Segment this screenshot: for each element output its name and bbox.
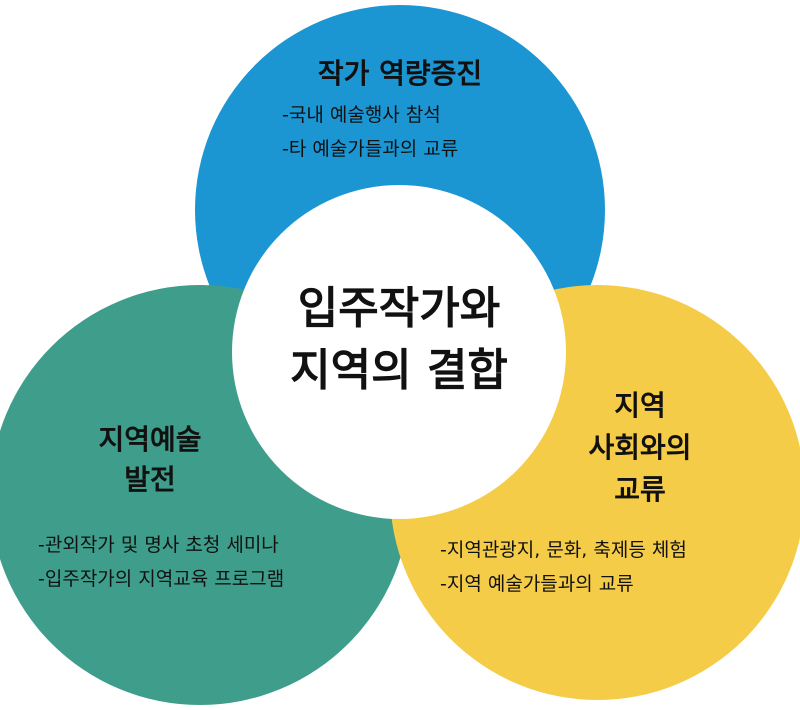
left-title-line1: 지역예술 bbox=[98, 423, 202, 456]
left-title: 지역예술 발전 bbox=[30, 420, 270, 500]
right-title-line2: 사회와의 bbox=[588, 431, 692, 464]
top-items: -국내 예술행사 참석 -타 예술가들과의 교류 bbox=[282, 98, 458, 166]
right-title: 지역 사회와의 교류 bbox=[540, 385, 740, 511]
top-title: 작가 역량증진 bbox=[317, 57, 483, 90]
list-item: -국내 예술행사 참석 bbox=[282, 104, 441, 126]
center-title: 입주작가와 지역의 결합 bbox=[232, 278, 566, 402]
center-title-line1: 입주작가와 bbox=[297, 283, 501, 334]
list-item: -관외작가 및 명사 초청 세미나 bbox=[38, 534, 279, 556]
right-title-line3: 교류 bbox=[614, 473, 666, 506]
center-title-line2: 지역의 결합 bbox=[290, 345, 508, 396]
right-title-line1: 지역 bbox=[614, 389, 666, 422]
center-circle bbox=[232, 185, 566, 519]
list-item: -입주작가의 지역교육 프로그램 bbox=[38, 568, 285, 590]
list-item: -타 예술가들과의 교류 bbox=[282, 138, 459, 160]
right-items: -지역관광지, 문화, 축제등 체험 -지역 예술가들과의 교류 bbox=[440, 533, 687, 601]
list-item: -지역 예술가들과의 교류 bbox=[440, 573, 634, 595]
list-item: -지역관광지, 문화, 축제등 체험 bbox=[440, 539, 687, 561]
left-items: -관외작가 및 명사 초청 세미나 -입주작가의 지역교육 프로그램 bbox=[38, 528, 284, 596]
left-title-line2: 발전 bbox=[124, 463, 176, 496]
